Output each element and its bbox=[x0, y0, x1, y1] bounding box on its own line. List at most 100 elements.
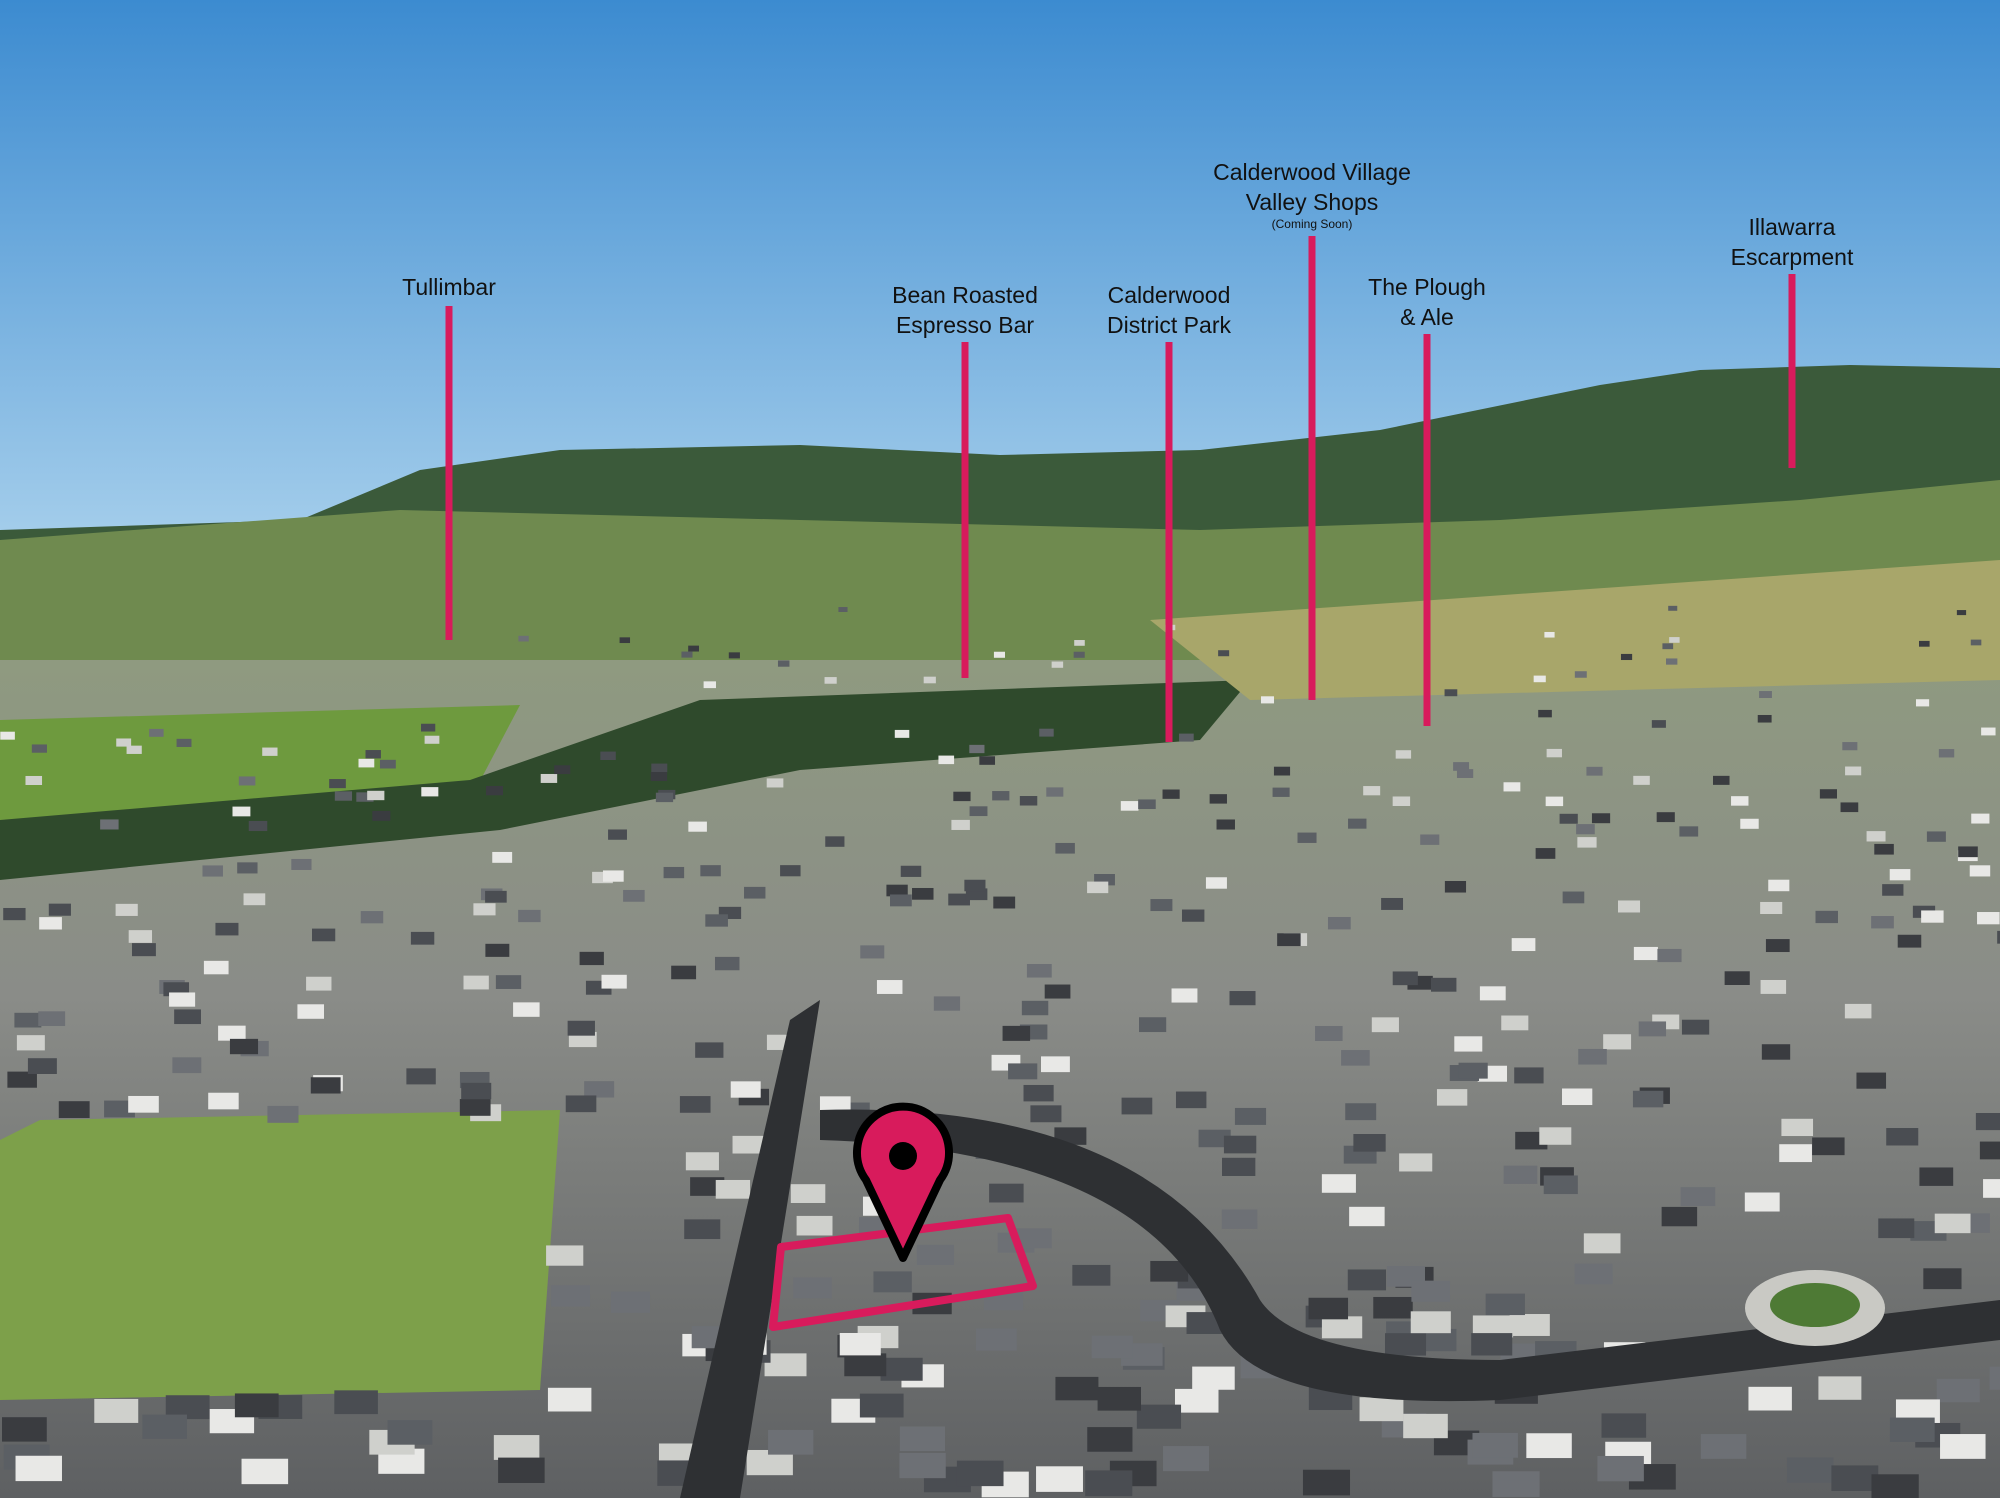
house-roof bbox=[1097, 1386, 1142, 1411]
house-roof bbox=[1023, 1084, 1054, 1102]
house-roof bbox=[215, 922, 239, 936]
house-roof bbox=[1503, 1165, 1538, 1184]
house-roof bbox=[495, 975, 522, 989]
house-roof bbox=[1956, 610, 1967, 616]
house-roof bbox=[232, 806, 251, 817]
house-roof bbox=[993, 651, 1005, 658]
paddock-bottom-left bbox=[0, 1110, 560, 1400]
house-roof bbox=[844, 1353, 887, 1377]
house-roof bbox=[602, 870, 624, 882]
house-roof bbox=[1936, 1378, 1980, 1403]
house-roof bbox=[1940, 1434, 1986, 1459]
house-roof bbox=[1205, 877, 1227, 889]
house-roof bbox=[485, 943, 510, 957]
house-roof bbox=[498, 1457, 545, 1483]
house-roof bbox=[1895, 1399, 1940, 1424]
house-roof bbox=[1272, 787, 1290, 797]
house-roof bbox=[1040, 1056, 1070, 1073]
house-roof bbox=[1997, 930, 2000, 944]
house-roof bbox=[1472, 1432, 1518, 1458]
house-roof bbox=[1150, 1260, 1189, 1282]
house-roof bbox=[1544, 631, 1555, 638]
house-roof bbox=[1535, 848, 1556, 859]
house-roof bbox=[1302, 1469, 1351, 1496]
house-roof bbox=[1087, 1427, 1133, 1452]
house-roof bbox=[1844, 1003, 1872, 1019]
house-roof bbox=[1666, 658, 1678, 665]
house-roof bbox=[1085, 1470, 1133, 1497]
house-roof bbox=[623, 889, 645, 902]
house-roof bbox=[688, 821, 707, 832]
house-roof bbox=[916, 1244, 955, 1266]
landmark-pole bbox=[961, 342, 969, 678]
house-roof bbox=[241, 1458, 289, 1485]
house-roof bbox=[1273, 766, 1291, 776]
house-roof bbox=[1661, 1206, 1698, 1227]
house-roof bbox=[0, 731, 15, 740]
house-roof bbox=[839, 1332, 881, 1356]
house-roof bbox=[819, 1096, 851, 1114]
roundabout-garden bbox=[1770, 1283, 1860, 1327]
house-roof bbox=[94, 1398, 139, 1423]
tree-belt bbox=[0, 680, 1250, 880]
house-roof bbox=[592, 871, 613, 884]
house-roof bbox=[1008, 1063, 1038, 1080]
house-roof bbox=[1759, 691, 1772, 699]
house-roof bbox=[1363, 786, 1381, 796]
house-roof bbox=[1562, 891, 1585, 904]
house-roof bbox=[461, 1082, 492, 1100]
house-roof bbox=[923, 676, 936, 684]
house-roof bbox=[681, 651, 693, 658]
house-roof bbox=[1562, 1088, 1593, 1106]
house-roof bbox=[1121, 1097, 1153, 1115]
house-roof bbox=[859, 1393, 904, 1418]
house-roof bbox=[1812, 1137, 1845, 1156]
house-roof bbox=[1871, 916, 1894, 929]
house-roof bbox=[128, 930, 153, 943]
house-roof bbox=[1731, 796, 1749, 806]
house-roof bbox=[1591, 813, 1611, 824]
house-roof bbox=[1399, 1153, 1433, 1172]
house-roof bbox=[1744, 1192, 1780, 1212]
house-roof bbox=[1979, 1141, 2000, 1160]
house-roof bbox=[1381, 897, 1404, 910]
house-roof bbox=[608, 829, 627, 840]
house-roof bbox=[229, 1038, 259, 1055]
house-roof bbox=[764, 1353, 807, 1377]
house-roof bbox=[1345, 1103, 1377, 1121]
house-roof bbox=[1458, 1062, 1488, 1079]
house-roof bbox=[1915, 699, 1930, 707]
house-roof bbox=[715, 1179, 751, 1199]
house-roof bbox=[1668, 605, 1678, 611]
house-roof bbox=[1002, 1025, 1031, 1041]
house-roof bbox=[790, 1184, 826, 1203]
house-roof bbox=[1620, 653, 1633, 661]
house-roof bbox=[1019, 796, 1038, 806]
house-roof bbox=[203, 960, 229, 975]
house-roof bbox=[1632, 1090, 1664, 1108]
house-roof bbox=[459, 1099, 491, 1116]
house-roof bbox=[1171, 988, 1198, 1003]
house-roof bbox=[1878, 1218, 1915, 1239]
house-roof bbox=[174, 1009, 201, 1025]
house-roof bbox=[824, 677, 837, 684]
house-roof bbox=[899, 1452, 946, 1479]
house-roof bbox=[610, 1291, 651, 1313]
landmark-pole bbox=[1423, 334, 1431, 726]
house-roof bbox=[684, 1219, 721, 1240]
house-roof bbox=[1015, 1228, 1052, 1249]
house-roof bbox=[334, 791, 353, 801]
house-roof bbox=[1680, 1187, 1716, 1207]
house-roof bbox=[1174, 1388, 1219, 1413]
house-roof bbox=[899, 1426, 945, 1452]
house-roof bbox=[1856, 1072, 1887, 1089]
house-roof bbox=[1223, 1135, 1257, 1154]
house-roof bbox=[619, 637, 631, 644]
house-roof bbox=[1866, 831, 1886, 842]
house-roof bbox=[1036, 1466, 1083, 1492]
house-roof bbox=[1198, 1129, 1231, 1148]
house-roof bbox=[1724, 971, 1750, 985]
house-roof bbox=[38, 1011, 66, 1027]
house-roof bbox=[1882, 884, 1904, 896]
house-roof bbox=[297, 1004, 325, 1019]
